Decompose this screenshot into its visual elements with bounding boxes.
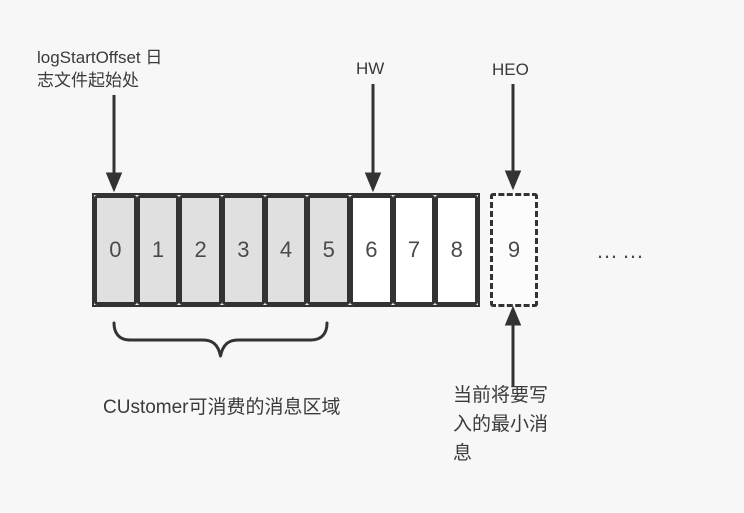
log-cell-8: 8: [435, 195, 479, 305]
log-cell-7: 7: [392, 195, 436, 305]
log-cell-6: 6: [350, 195, 393, 305]
next-write-label-line3: 息: [453, 443, 473, 464]
log-segment-box: 0 1 2 3 4 5 6 7 8: [92, 193, 480, 307]
consumer-region-label: CUstomer可消费的消息区域: [103, 397, 341, 418]
log-cell-4: 4: [264, 195, 308, 305]
consumer-region-brace: [112, 321, 329, 358]
log-start-offset-label-line2: 志文件起始处: [37, 71, 139, 90]
hw-arrow: [364, 84, 382, 193]
ellipsis-label: ……: [596, 238, 648, 263]
next-write-arrow: [504, 305, 522, 386]
log-cell-3: 3: [222, 195, 265, 305]
log-cell-0: 0: [94, 195, 137, 305]
next-write-label-line1: 当前将要写: [453, 385, 549, 406]
log-cell-2: 2: [179, 195, 223, 305]
heo-arrow: [504, 84, 522, 191]
log-cell-9: 9: [490, 193, 538, 307]
log-start-offset-arrow: [105, 95, 123, 193]
hw-label: HW: [356, 59, 385, 78]
log-cell-5: 5: [307, 195, 351, 305]
next-write-label-line2: 入的最小消: [453, 414, 549, 435]
log-start-offset-label-line1: logStartOffset 日: [37, 48, 163, 67]
heo-label: HEO: [492, 60, 529, 79]
log-start-offset-label: logStartOffset 日 志文件起始处: [37, 46, 162, 92]
log-cell-1: 1: [136, 195, 180, 305]
next-write-label: 当前将要写 入的最小消 息: [453, 381, 548, 468]
